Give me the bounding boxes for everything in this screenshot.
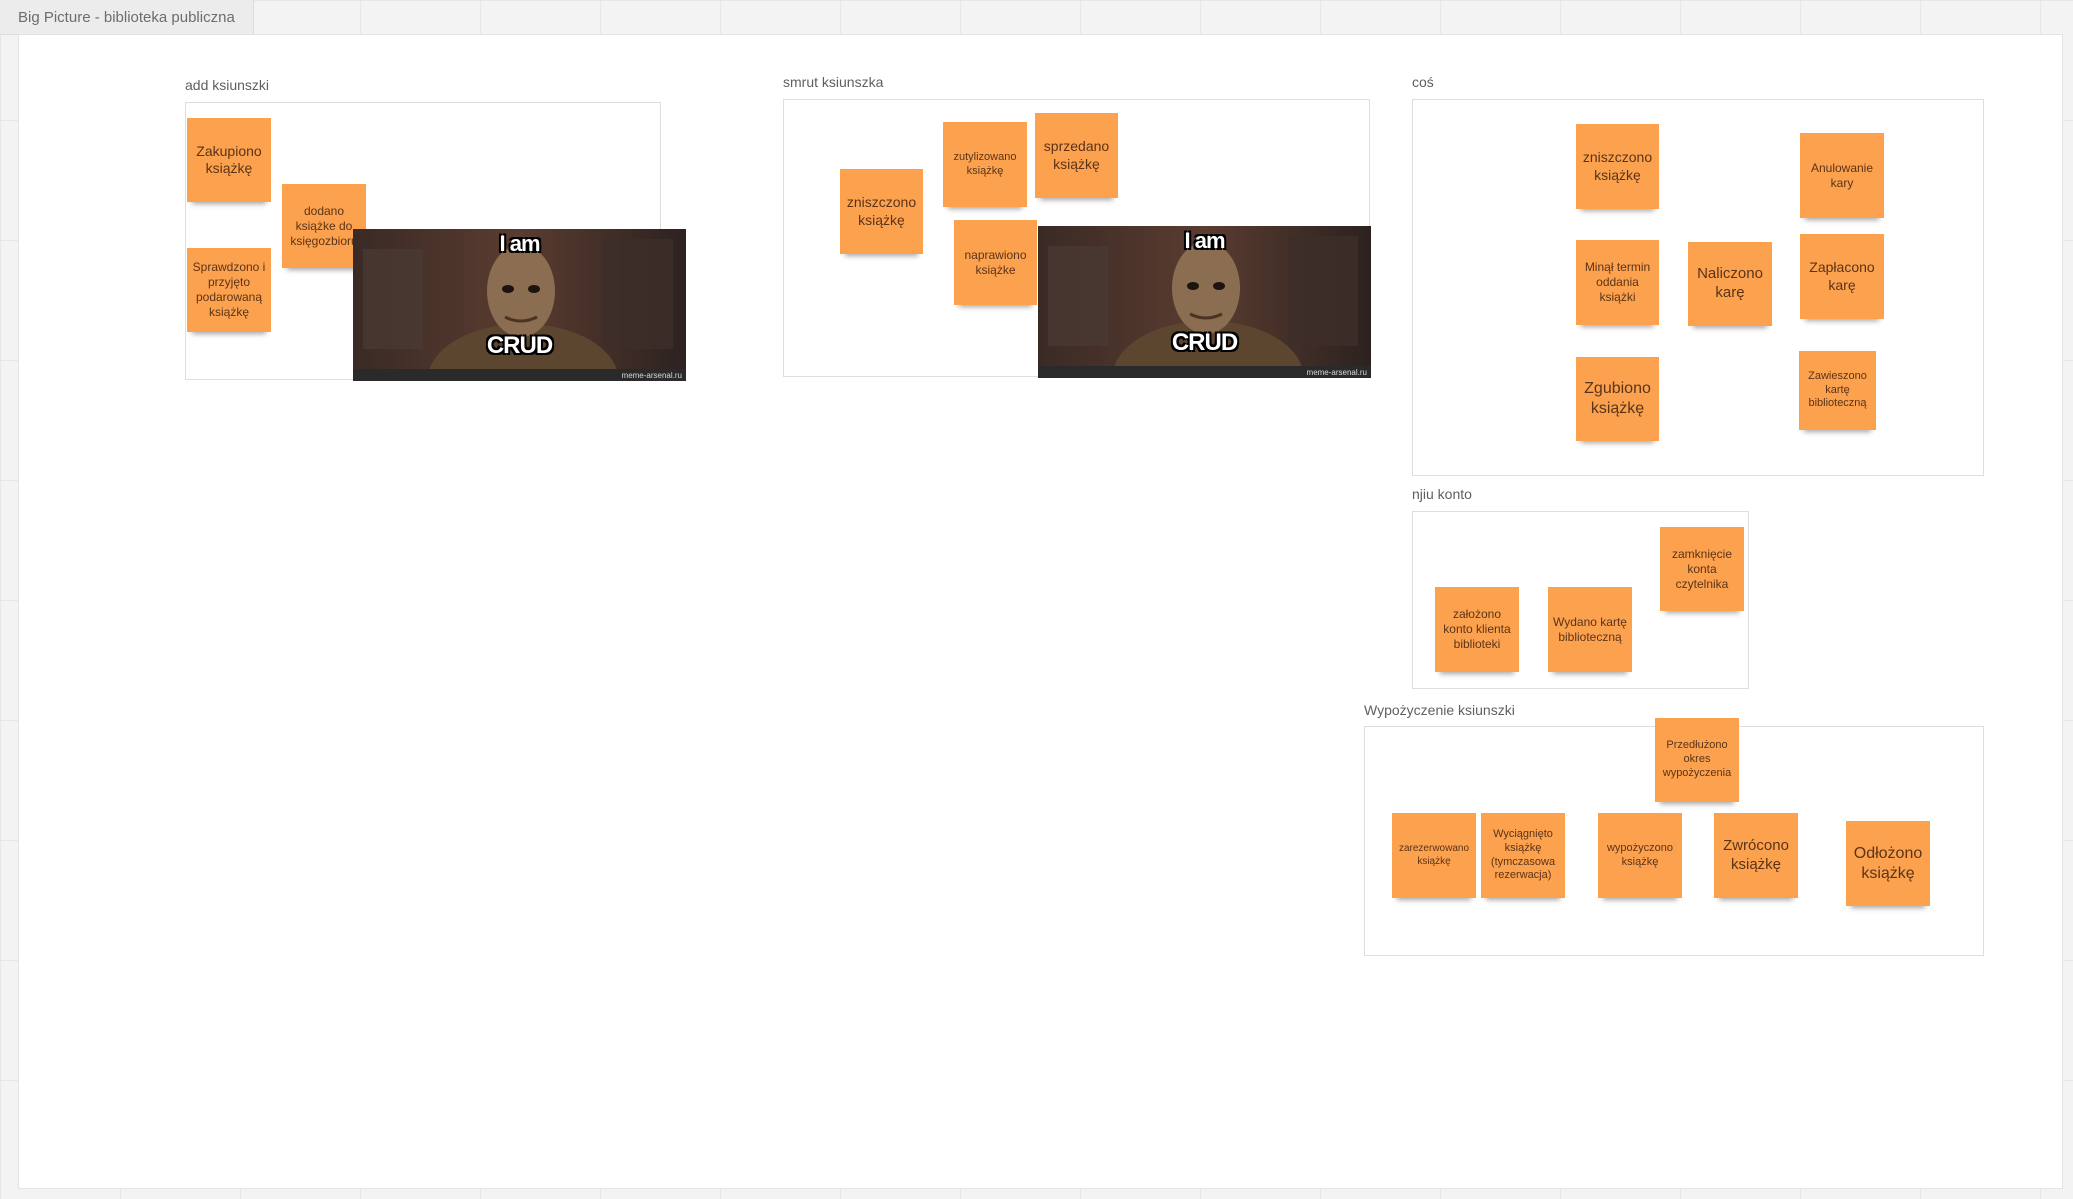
frame-title-smrut: smrut ksiunszka (783, 74, 884, 90)
sticky-note[interactable]: Wyciągnięto książkę (tymczasowa rezerwac… (1481, 813, 1565, 898)
sticky-note-text: Przedłużono okres wypożyczenia (1662, 739, 1732, 779)
sticky-note-text: zarezerwowano książkę (1398, 843, 1470, 867)
meme-top-text: I am (1184, 228, 1225, 253)
sticky-note-text: Wydano kartę biblioteczną (1553, 614, 1627, 644)
sticky-note-text: Wyciągnięto książkę (tymczasowa rezerwac… (1490, 828, 1556, 882)
meme-bottom-text: CRUD (486, 332, 553, 359)
meme-picture (1038, 226, 1371, 378)
groot-meme-image[interactable]: I am CRUD meme-arsenal.ru (353, 229, 686, 381)
sticky-note[interactable]: Przedłużono okres wypożyczenia (1655, 718, 1739, 802)
sticky-note[interactable]: Zwrócono książkę (1714, 813, 1798, 898)
sticky-note[interactable]: Zawieszono kartę biblioteczną (1799, 351, 1876, 430)
sticky-note[interactable]: zamknięcie konta czytelnika (1660, 527, 1744, 611)
sticky-note-text: Sprawdzono i przyjęto podarowaną książkę (192, 260, 266, 319)
sticky-note-text: naprawiono książke (964, 247, 1027, 277)
board-title: Big Picture - biblioteka publiczna (18, 9, 235, 26)
sticky-note-text: Zwrócono książkę (1723, 836, 1789, 873)
frame-title-konto: njiu konto (1412, 486, 1472, 502)
sticky-note[interactable]: sprzedano książkę (1035, 113, 1118, 198)
sticky-note-text: zniszczono książkę (846, 194, 917, 228)
meme-top-text: I am (499, 231, 540, 256)
sticky-note[interactable]: dodano książke do księgozbioru (282, 184, 366, 268)
sticky-note[interactable]: Naliczono karę (1688, 242, 1772, 326)
sticky-note-text: zniszczono książkę (1582, 149, 1653, 183)
sticky-note[interactable]: Zapłacono karę (1800, 234, 1884, 319)
sticky-note-text: Zakupiono książkę (196, 142, 262, 177)
sticky-note[interactable]: założono konto klienta biblioteki (1435, 587, 1519, 672)
sticky-note-text: Zapłacono karę (1809, 259, 1875, 293)
frame-title-cos: coś (1412, 74, 1434, 90)
sticky-note-text: Naliczono karę (1697, 265, 1763, 301)
meme-credit: meme-arsenal.ru (621, 371, 682, 380)
sticky-note[interactable]: zarezerwowano książkę (1392, 813, 1476, 898)
sticky-note-text: założono konto klienta biblioteki (1443, 607, 1511, 651)
groot-meme-image[interactable]: I am CRUD meme-arsenal.ru (1038, 226, 1371, 378)
sticky-note[interactable]: zutylizowano książkę (943, 122, 1027, 207)
sticky-note-text: Anulowanie kary (1810, 160, 1874, 190)
sticky-note-text: dodano książke do księgozbioru (290, 203, 358, 248)
sticky-note-text: Minął termin oddania książki (1584, 260, 1651, 304)
sticky-note-text: sprzedano książkę (1043, 138, 1110, 172)
sticky-note[interactable]: Sprawdzono i przyjęto podarowaną książkę (187, 248, 271, 332)
sticky-note-text: zamknięcie konta czytelnika (1671, 546, 1733, 591)
frame-title-wypozyczenie: Wypożyczenie ksiunszki (1364, 702, 1515, 718)
sticky-note-text: zutylizowano książkę (953, 150, 1017, 177)
sticky-note[interactable]: Minął termin oddania książki (1576, 240, 1659, 325)
sticky-note-text: wypożyczono książkę (1606, 841, 1674, 868)
sticky-note[interactable]: Wydano kartę biblioteczną (1548, 587, 1632, 672)
sticky-note-text: Zgubiono książkę (1584, 380, 1651, 417)
sticky-note[interactable]: zniszczono książkę (840, 169, 923, 254)
board-title-tab[interactable]: Big Picture - biblioteka publiczna (0, 0, 254, 35)
sticky-note[interactable]: Anulowanie kary (1800, 133, 1884, 218)
meme-bottom-text: CRUD (1171, 329, 1238, 356)
sticky-note-text: Odłożono książkę (1853, 844, 1923, 882)
sticky-note[interactable]: Zgubiono książkę (1576, 357, 1659, 441)
frame-title-add: add ksiunszki (185, 77, 270, 93)
sticky-note[interactable]: wypożyczono książkę (1598, 813, 1682, 898)
meme-credit: meme-arsenal.ru (1306, 368, 1367, 377)
sticky-note[interactable]: Odłożono książkę (1846, 821, 1930, 906)
sticky-note[interactable]: naprawiono książke (954, 220, 1037, 305)
meme-picture (353, 229, 686, 381)
sticky-note[interactable]: Zakupiono książkę (187, 118, 271, 202)
sticky-note[interactable]: zniszczono książkę (1576, 124, 1659, 209)
sticky-note-text: Zawieszono kartę biblioteczną (1808, 369, 1867, 410)
